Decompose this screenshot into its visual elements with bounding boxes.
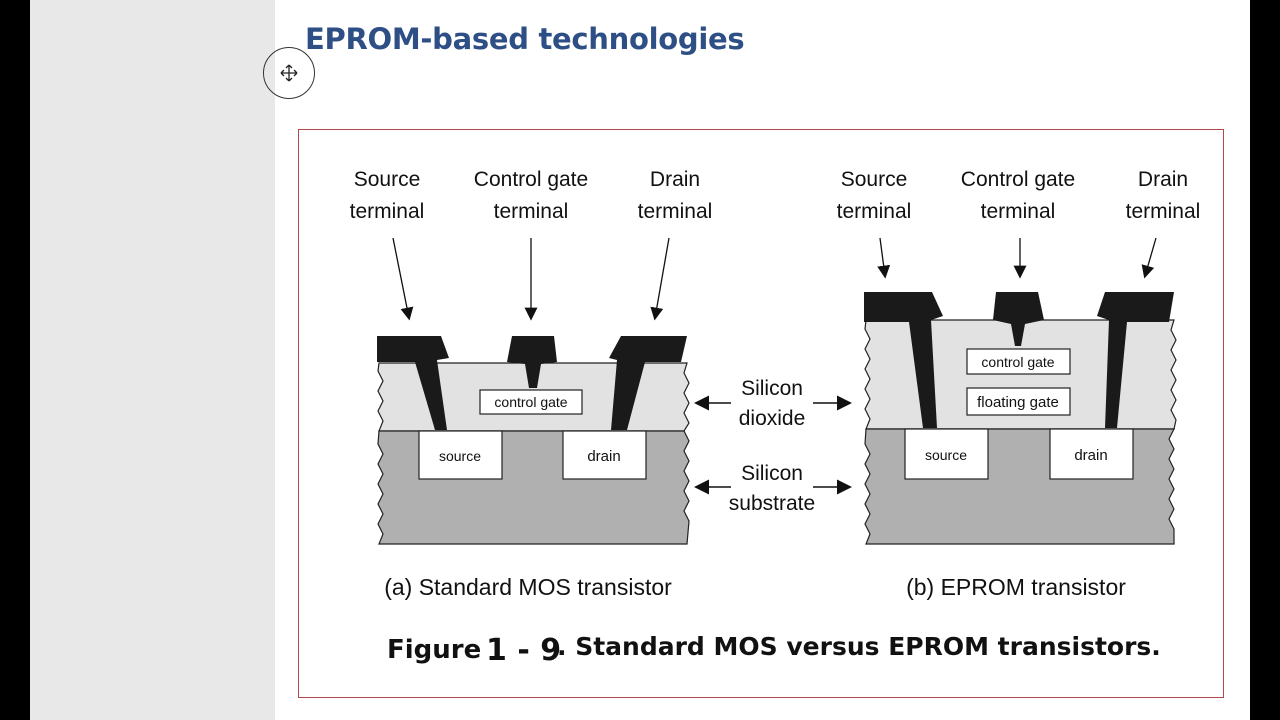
source-terminal-metal-right — [864, 292, 943, 428]
drain-terminal-label-left-2: terminal — [638, 200, 713, 223]
standard-mos-transistor: control gate source drain Source termina… — [350, 168, 713, 600]
source-terminal-label-left: Source — [354, 168, 421, 191]
gate-terminal-metal-right — [993, 292, 1044, 346]
eprom-transistor: control gate floating gate source drain … — [837, 168, 1201, 600]
gate-terminal-metal-left — [507, 336, 557, 388]
figure-frame: control gate source drain Source termina… — [298, 129, 1224, 698]
source-terminal-label-right-2: terminal — [837, 200, 912, 223]
source-label-left: source — [439, 448, 481, 464]
subtitle-standard-mos: (a) Standard MOS transistor — [384, 574, 672, 600]
figure-caption: Figure 1 - 9 . Standard MOS versus EPROM… — [387, 632, 1161, 668]
control-gate-box-left — [479, 389, 583, 415]
drain-terminal-label-right: Drain — [1138, 168, 1188, 191]
silicon-dioxide-label-2: dioxide — [739, 407, 806, 430]
drain-box-left — [562, 430, 647, 480]
source-box-right — [904, 428, 989, 480]
floating-gate-box-right — [966, 387, 1071, 416]
caption-figure-number: 1 - 9 — [486, 633, 561, 668]
center-layer-labels: Silicon dioxide Silicon substrate — [694, 377, 852, 515]
control-gate-terminal-label-left-2: terminal — [494, 200, 569, 223]
floating-gate-label-right: floating gate — [977, 394, 1059, 411]
control-gate-label-left: control gate — [494, 394, 567, 410]
silicon-substrate-label: Silicon — [741, 462, 803, 485]
silicon-substrate-label-2: substrate — [729, 492, 815, 515]
drain-box-right — [1049, 428, 1134, 480]
source-terminal-metal-left — [377, 336, 449, 430]
drain-label-right: drain — [1074, 447, 1107, 464]
source-box-left — [418, 430, 503, 480]
drain-terminal-label-right-2: terminal — [1126, 200, 1201, 223]
source-terminal-label-left-2: terminal — [350, 200, 425, 223]
silicon-dioxide-label: Silicon — [741, 377, 803, 400]
control-gate-box-right — [966, 348, 1071, 375]
drain-terminal-label-left: Drain — [650, 168, 700, 191]
subtitle-eprom: (b) EPROM transistor — [906, 574, 1126, 600]
transistor-diagram: control gate source drain Source termina… — [350, 168, 1201, 668]
control-gate-terminal-label-right: Control gate — [961, 168, 1075, 191]
slide-title: EPROM-based technologies — [305, 22, 745, 56]
control-gate-label-right: control gate — [981, 354, 1054, 370]
control-gate-terminal-label-left: Control gate — [474, 168, 588, 191]
slide-thumbnail-panel — [30, 0, 275, 720]
move-cursor-icon — [263, 47, 315, 99]
source-terminal-label-right: Source — [841, 168, 908, 191]
drain-terminal-metal-left — [609, 336, 687, 430]
drain-label-left: drain — [587, 448, 620, 465]
caption-text: . Standard MOS versus EPROM transistors. — [557, 632, 1161, 661]
control-gate-terminal-label-right-2: terminal — [981, 200, 1056, 223]
caption-figure-word: Figure — [387, 635, 481, 665]
drain-terminal-metal-right — [1097, 292, 1174, 428]
source-label-right: source — [925, 447, 967, 463]
